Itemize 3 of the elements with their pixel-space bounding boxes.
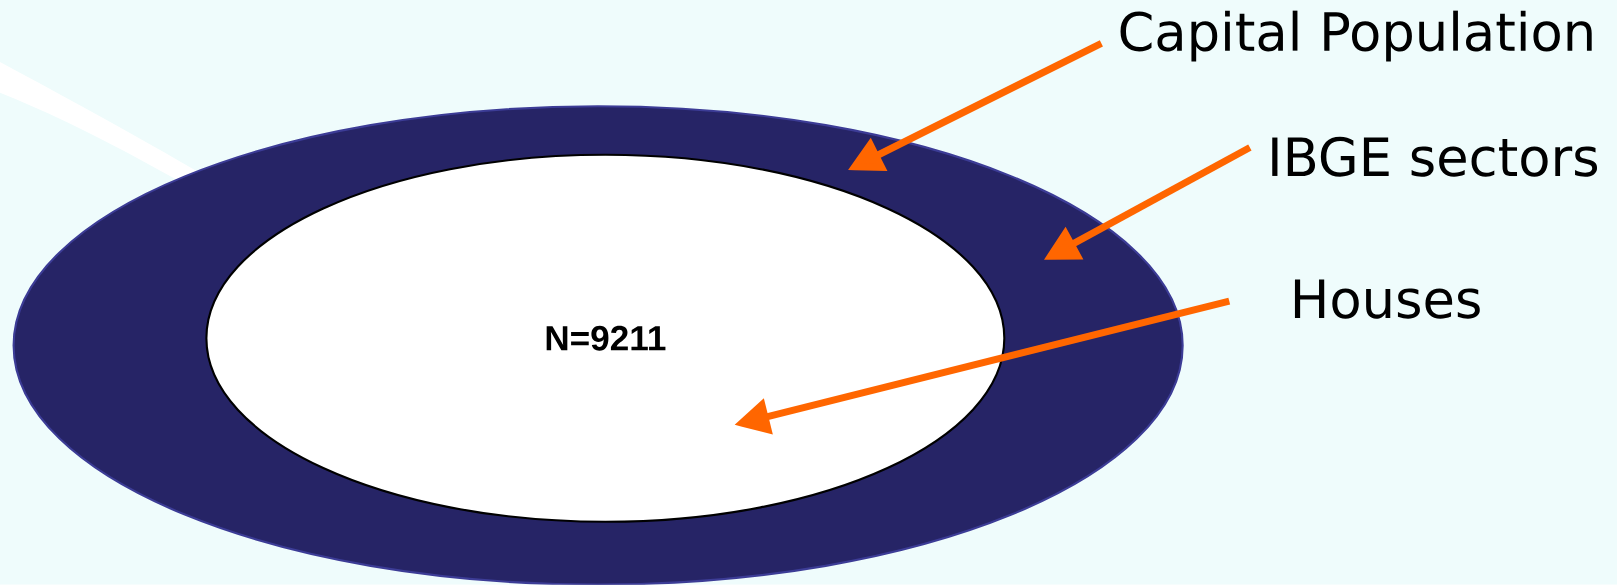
text-label: Capital Population [1120,10,1592,62]
text-label: IBGE sectors [1272,136,1598,177]
text-label: Houses [1294,279,1480,319]
